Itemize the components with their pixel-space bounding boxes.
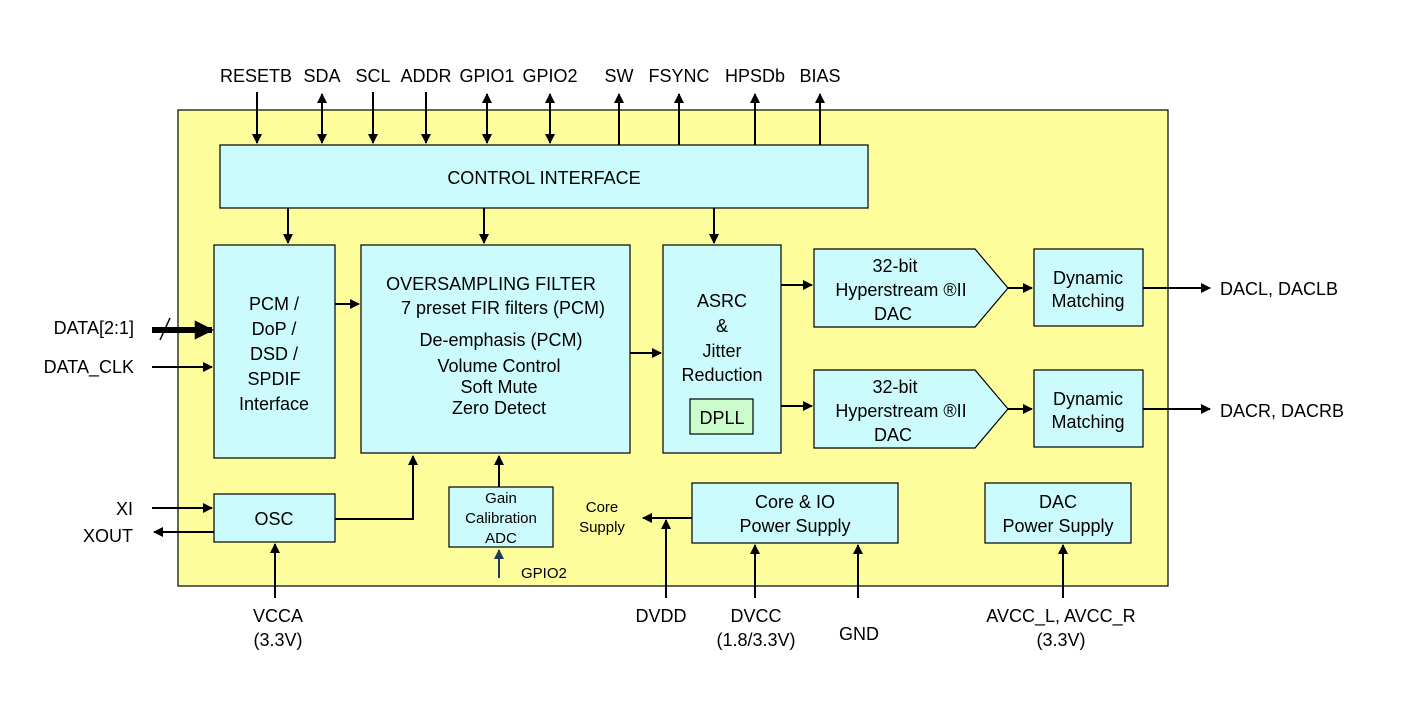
dac-power-supply-label: DAC Power Supply xyxy=(1002,492,1113,536)
gain-calibration-adc xyxy=(448,486,554,548)
core-io-power-supply xyxy=(691,482,899,544)
output-xout: XOUT xyxy=(83,526,133,546)
svg-text:Matching: Matching xyxy=(1051,412,1124,432)
svg-text:Calibration: Calibration xyxy=(465,510,537,527)
svg-text:Interface: Interface xyxy=(239,394,309,414)
svg-text:SPDIF: SPDIF xyxy=(247,369,300,389)
svg-text:PCM /: PCM / xyxy=(249,294,299,314)
svg-text:Core: Core xyxy=(586,499,619,516)
pin-bias: BIAS xyxy=(799,66,840,86)
svg-text:OVERSAMPLING FILTER: OVERSAMPLING FILTER xyxy=(386,274,596,294)
bus-slash xyxy=(159,317,171,341)
pin-hpsdb: HPSDb xyxy=(725,66,785,86)
oversampling-filter-block xyxy=(360,244,631,454)
dpll-block xyxy=(689,398,754,435)
svg-text:Volume Control: Volume Control xyxy=(437,356,560,376)
hyperstream-dac-top-label: 32-bit Hyperstream ®II DAC xyxy=(835,256,966,324)
top-pin-labels: RESETB SDA SCL ADDR GPIO1 GPIO2 SW FSYNC… xyxy=(220,66,841,86)
asrc-label: ASRC & Jitter Reduction xyxy=(681,291,762,385)
dynamic-matching-bottom xyxy=(1033,369,1144,448)
dpll-label: DPLL xyxy=(699,408,744,428)
pin-avcc: AVCC_L, AVCC_R xyxy=(986,606,1135,627)
svg-text:Hyperstream ®II: Hyperstream ®II xyxy=(835,280,966,300)
svg-text:DoP /: DoP / xyxy=(252,319,297,339)
dynamic-matching-bottom-label: Dynamic Matching xyxy=(1051,389,1124,432)
pin-dvcc-voltage: (1.8/3.3V) xyxy=(716,630,795,650)
pin-dvdd: DVDD xyxy=(635,606,686,626)
pin-gpio2: GPIO2 xyxy=(522,66,577,86)
pin-vcca-voltage: (3.3V) xyxy=(253,630,302,650)
pin-gnd: GND xyxy=(839,624,879,644)
svg-text:Hyperstream ®II: Hyperstream ®II xyxy=(835,401,966,421)
core-supply-label: Core Supply xyxy=(579,499,625,536)
gpio2-bottom-label: GPIO2 xyxy=(521,565,567,582)
pin-fsync: FSYNC xyxy=(648,66,709,86)
pin-scl: SCL xyxy=(355,66,390,86)
svg-text:Jitter: Jitter xyxy=(702,341,741,361)
control-interface-label: CONTROL INTERFACE xyxy=(447,168,640,188)
svg-text:Reduction: Reduction xyxy=(681,365,762,385)
output-dacr: DACR, DACRB xyxy=(1220,401,1344,421)
osc-block xyxy=(213,493,336,543)
input-data-clk: DATA_CLK xyxy=(44,357,134,378)
hyperstream-dac-bottom xyxy=(813,369,1009,449)
svg-text:DAC: DAC xyxy=(1039,492,1077,512)
hyperstream-dac-bottom-label: 32-bit Hyperstream ®II DAC xyxy=(835,377,966,445)
svg-text:Soft Mute: Soft Mute xyxy=(460,377,537,397)
svg-text:Dynamic: Dynamic xyxy=(1053,389,1123,409)
dynamic-matching-top xyxy=(1033,248,1144,327)
svg-text:Supply: Supply xyxy=(579,519,625,536)
pin-vcca: VCCA xyxy=(253,606,303,626)
top-pin-lines xyxy=(252,92,825,145)
pin-sda: SDA xyxy=(303,66,340,86)
pin-sw: SW xyxy=(605,66,634,86)
svg-text:DAC: DAC xyxy=(874,304,912,324)
pin-gpio1: GPIO1 xyxy=(459,66,514,86)
gain-calibration-label: Gain Calibration ADC xyxy=(465,490,537,547)
pin-resetb: RESETB xyxy=(220,66,292,86)
pin-avcc-voltage: (3.3V) xyxy=(1036,630,1085,650)
pin-addr: ADDR xyxy=(400,66,451,86)
svg-text:Core & IO: Core & IO xyxy=(755,492,835,512)
svg-text:7 preset FIR filters (PCM): 7 preset FIR filters (PCM) xyxy=(401,298,605,318)
hyperstream-dac-top xyxy=(813,248,1009,328)
osc-label: OSC xyxy=(254,509,293,529)
svg-text:De-emphasis (PCM): De-emphasis (PCM) xyxy=(419,330,582,350)
svg-text:Power Supply: Power Supply xyxy=(1002,516,1113,536)
svg-text:Gain: Gain xyxy=(485,490,517,507)
core-io-power-supply-label: Core & IO Power Supply xyxy=(739,492,850,536)
pcm-interface-block xyxy=(213,244,336,459)
pin-dvcc: DVCC xyxy=(730,606,781,626)
svg-text:ADC: ADC xyxy=(485,530,517,547)
input-data: DATA[2:1] xyxy=(54,318,134,338)
svg-text:32-bit: 32-bit xyxy=(872,377,917,397)
svg-text:Matching: Matching xyxy=(1051,291,1124,311)
dac-power-supply xyxy=(984,482,1132,544)
svg-text:DAC: DAC xyxy=(874,425,912,445)
control-interface-block xyxy=(219,144,869,209)
svg-text:ASRC: ASRC xyxy=(697,291,747,311)
oversampling-filter-label: OVERSAMPLING FILTER 7 preset FIR filters… xyxy=(386,274,605,418)
output-dacl: DACL, DACLB xyxy=(1220,279,1338,299)
pcm-interface-label: PCM / DoP / DSD / SPDIF Interface xyxy=(239,294,309,414)
svg-text:32-bit: 32-bit xyxy=(872,256,917,276)
svg-text:Dynamic: Dynamic xyxy=(1053,268,1123,288)
svg-text:DSD /: DSD / xyxy=(250,344,298,364)
input-xi: XI xyxy=(116,499,133,519)
svg-text:Power Supply: Power Supply xyxy=(739,516,850,536)
dynamic-matching-top-label: Dynamic Matching xyxy=(1051,268,1124,311)
svg-text:Zero Detect: Zero Detect xyxy=(452,398,546,418)
svg-text:&: & xyxy=(716,316,728,336)
